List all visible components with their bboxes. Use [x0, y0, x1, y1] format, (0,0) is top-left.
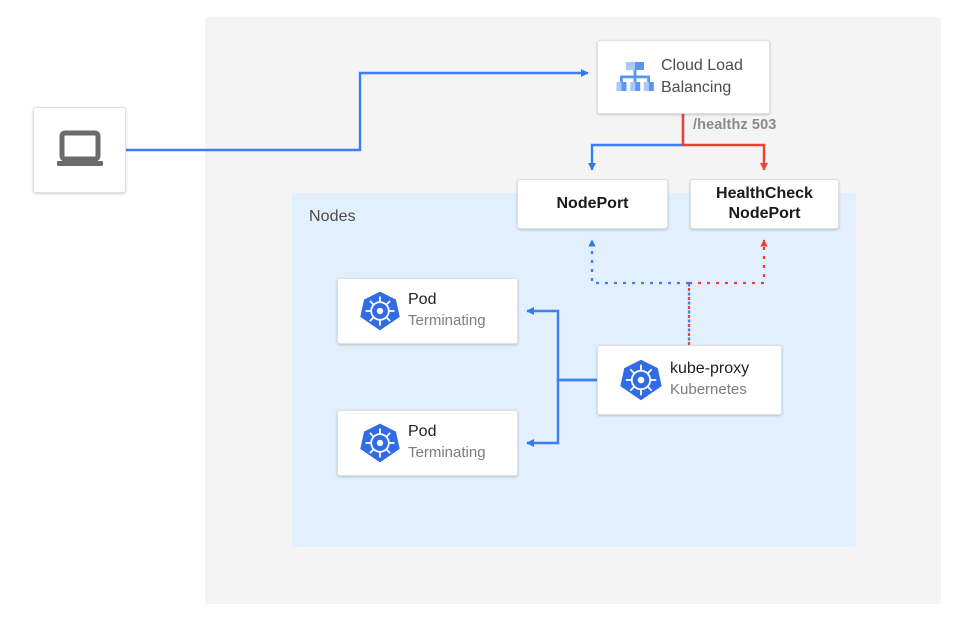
nodeport-card: NodePort [517, 179, 668, 229]
cloud-load-balancing-title: Cloud Load Balancing [661, 57, 743, 96]
kube-proxy-title: kube-proxy [670, 360, 750, 378]
laptop-icon [54, 128, 106, 172]
kube-proxy-subtitle: Kubernetes [670, 381, 747, 399]
nodes-panel-label: Nodes [309, 208, 356, 225]
pod-terminating-card-1: Pod Terminating [337, 278, 518, 344]
healthcheck-nodeport-card: HealthCheck NodePort [690, 179, 839, 229]
load-balancer-icon [609, 55, 661, 99]
pod-status-1: Terminating [408, 312, 486, 330]
pod-status-2: Terminating [408, 444, 486, 462]
cloud-load-balancing-card: Cloud Load Balancing [597, 40, 770, 114]
pod-title-1: Pod [408, 291, 437, 309]
kubernetes-icon [352, 290, 408, 332]
healthz-edge-label: /healthz 503 [693, 117, 777, 133]
client-device-card [33, 107, 126, 193]
healthcheck-nodeport-label-line1: HealthCheck [716, 185, 813, 202]
kubernetes-icon [352, 422, 408, 464]
pod-title-2: Pod [408, 423, 437, 441]
nodeport-label: NodePort [556, 195, 629, 212]
kubernetes-icon [612, 358, 670, 402]
healthcheck-nodeport-label-line2: NodePort [728, 205, 801, 222]
pod-terminating-card-2: Pod Terminating [337, 410, 518, 476]
kube-proxy-card: kube-proxy Kubernetes [597, 345, 782, 415]
